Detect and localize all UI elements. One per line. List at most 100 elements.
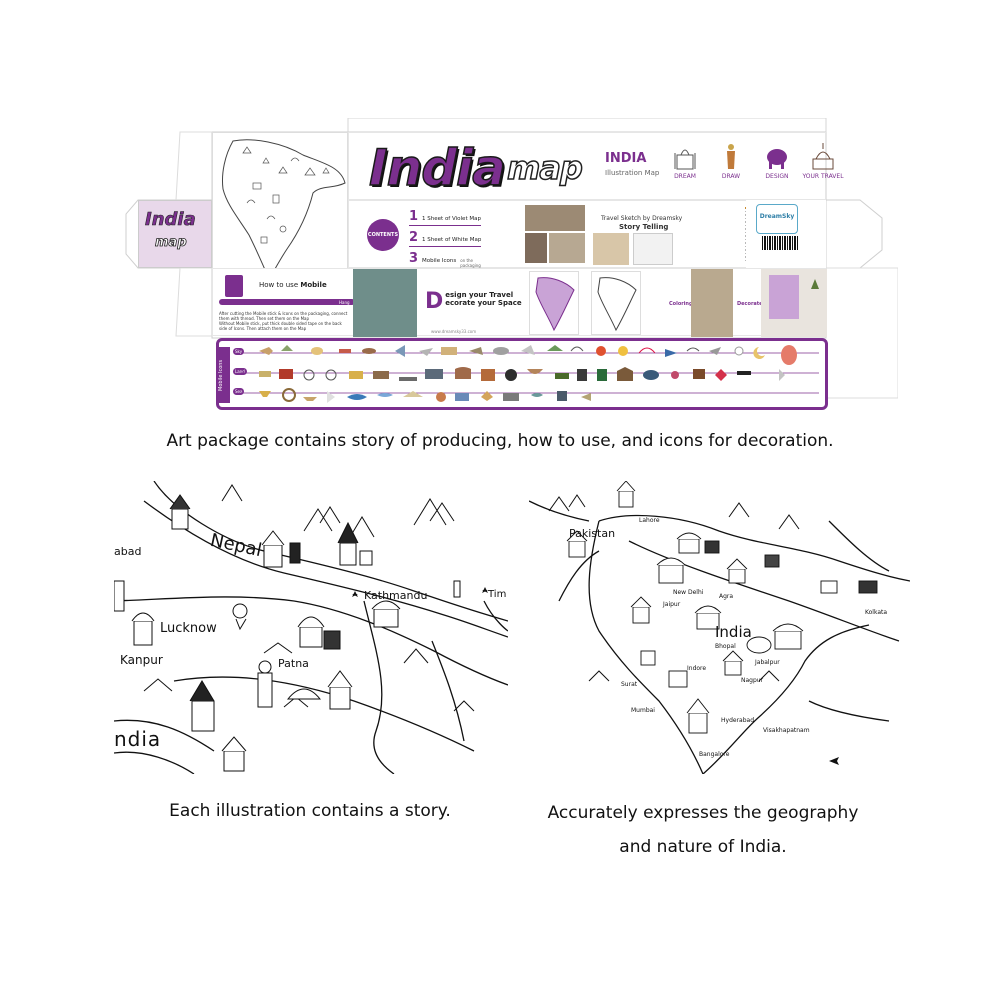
how-to-step: After cutting the Mobile stick & Icons o… xyxy=(219,311,348,321)
statue-icon xyxy=(727,144,735,169)
map-label-india: India xyxy=(715,623,752,641)
dream-item: DREAM xyxy=(669,141,701,180)
sea-icons xyxy=(259,388,591,403)
map-label-lucknow: Lucknow xyxy=(160,621,217,636)
side-logo-main: India xyxy=(145,209,196,231)
dream-label: DESIGN xyxy=(765,173,789,180)
design-slogan: D esign your Travel ecorate your Space xyxy=(425,289,522,314)
violet-map-photo xyxy=(529,271,579,335)
contents-number: 1 xyxy=(409,209,419,224)
map-label-timphu: Tim xyxy=(488,589,507,600)
map-label-jabalpur: Jabalpur xyxy=(755,659,780,666)
sky-icons xyxy=(259,345,797,365)
right-map-sketch xyxy=(529,481,910,774)
sketch-photo xyxy=(633,233,673,265)
elephant-icon xyxy=(767,149,787,169)
how-to-step: Without Mobile stick, put thick double s… xyxy=(219,321,342,331)
design-line-2: ecorate your Space xyxy=(445,299,522,307)
how-to-steps: After cutting the Mobile stick & Icons o… xyxy=(219,311,349,331)
contents-text: 1 Sheet of Violet Map xyxy=(422,216,481,222)
dream-label: DREAM xyxy=(674,173,696,180)
dream-item: YOUR TRAVEL xyxy=(802,141,844,180)
map-label-visakhapatnam: Visakhapatnam xyxy=(763,727,810,734)
contents-item: 1 1 Sheet of Violet Map xyxy=(409,209,481,226)
white-map-photo xyxy=(591,271,641,335)
package-dieline: India map INDIA Illustration Map DREAM D… xyxy=(120,118,898,410)
dream-list: DREAM DRAW DESIGN YOUR TRAVEL xyxy=(669,141,844,180)
icon-row-label: Land xyxy=(233,368,247,375)
detail-crop-left: Nepal Kathmandu Lucknow Kanpur Patna ndi… xyxy=(114,481,508,774)
map-label-nagpur: Nagpur xyxy=(741,677,764,684)
map-label-indore: Indore xyxy=(687,665,707,672)
how-to-use-panel: How to use Mobile Hang After cutting the… xyxy=(212,268,827,337)
coloring-photo xyxy=(691,269,733,337)
sketch-photo xyxy=(593,233,629,265)
contents-number: 3 xyxy=(409,251,419,266)
map-label-agra: Agra xyxy=(719,593,734,600)
story-subtitle: Story Telling xyxy=(619,223,669,231)
map-label-new-delhi: New Delhi xyxy=(673,589,704,596)
contents-text: 1 Sheet of White Map xyxy=(422,237,482,243)
dream-label: DRAW xyxy=(721,173,741,180)
dream-label: YOUR TRAVEL xyxy=(802,173,844,180)
package-title-sub: map xyxy=(506,148,583,188)
icon-row-label: Sea xyxy=(233,388,245,395)
package-country: INDIA xyxy=(605,151,647,166)
contents-number: 2 xyxy=(409,230,419,245)
travel-photo xyxy=(549,233,585,263)
decorate-label: Decorate xyxy=(737,301,763,307)
title-panel: India map INDIA Illustration Map DREAM D… xyxy=(348,132,844,200)
package-title-caption: Illustration Map xyxy=(605,169,660,177)
design-url: www.dreamsky33.com xyxy=(431,329,477,334)
india-outline-sketch xyxy=(222,139,346,281)
caption-right-line-2: and nature of India. xyxy=(619,837,787,857)
dream-item: DESIGN xyxy=(761,141,793,180)
hang-label: Hang xyxy=(339,300,350,305)
map-thumbnail-panel xyxy=(212,132,348,282)
side-logo-sub: map xyxy=(155,235,187,251)
story-title: Travel Sketch by Dreamsky xyxy=(601,215,683,222)
map-label-abad: abad xyxy=(114,545,142,558)
left-map-sketch xyxy=(114,481,508,774)
icon-row-label: Sky xyxy=(233,348,245,355)
contents-badge: CONTENTS xyxy=(367,219,399,251)
temple-icon xyxy=(812,143,834,170)
contents-subtext: on the packaging xyxy=(460,258,481,268)
land-icons xyxy=(259,367,785,381)
map-label-kolkata: Kolkata xyxy=(865,609,888,616)
taj-mahal-icon xyxy=(674,149,696,170)
mobile-photo xyxy=(353,269,417,337)
barcode-panel: DreamSky xyxy=(746,200,826,268)
design-letter: D xyxy=(425,289,444,314)
map-label-kathmandu: Kathmandu xyxy=(364,589,428,602)
decorate-photo xyxy=(761,269,827,337)
detail-crop-right: Pakistan India New Delhi Agra Jaipur Ind… xyxy=(529,481,910,774)
how-to-title: How to use Mobile xyxy=(259,281,327,289)
map-label-lahore: Lahore xyxy=(639,517,660,524)
coloring-label: Coloring xyxy=(669,301,693,307)
map-label-patna: Patna xyxy=(278,657,309,670)
contents-text: Mobile Icons xyxy=(422,258,457,264)
dream-item: DRAW xyxy=(715,141,747,180)
icon-grid xyxy=(241,345,819,403)
barcode xyxy=(762,236,798,250)
travel-photo xyxy=(525,205,585,231)
side-logo-panel: India map xyxy=(138,200,212,268)
contents-list: 1 1 Sheet of Violet Map 2 1 Sheet of Whi… xyxy=(409,209,481,274)
map-label-bhopal: Bhopal xyxy=(715,643,736,650)
map-label-hyderabad: Hyderabad xyxy=(721,717,754,724)
design-line-1: esign your Travel xyxy=(445,291,514,299)
package-title-main: India xyxy=(368,138,506,198)
caption-main: Art package contains story of producing,… xyxy=(166,431,834,451)
travel-photo xyxy=(525,233,547,263)
dreamsky-logo: DreamSky xyxy=(756,204,798,234)
mobile-icons-strip: Mobile Icons Sky Land Sea xyxy=(216,338,828,410)
map-label-jaipur: Jaipur xyxy=(663,601,681,608)
caption-left: Each illustration contains a story. xyxy=(169,801,451,821)
map-label-india: ndia xyxy=(114,727,162,751)
contents-item: 2 1 Sheet of White Map xyxy=(409,230,481,247)
map-label-mumbai: Mumbai xyxy=(631,707,655,714)
caption-right-line-1: Accurately expresses the geography xyxy=(547,803,859,823)
map-label-bangalore: Bangalore xyxy=(699,751,730,758)
map-label-pakistan: Pakistan xyxy=(569,527,616,540)
